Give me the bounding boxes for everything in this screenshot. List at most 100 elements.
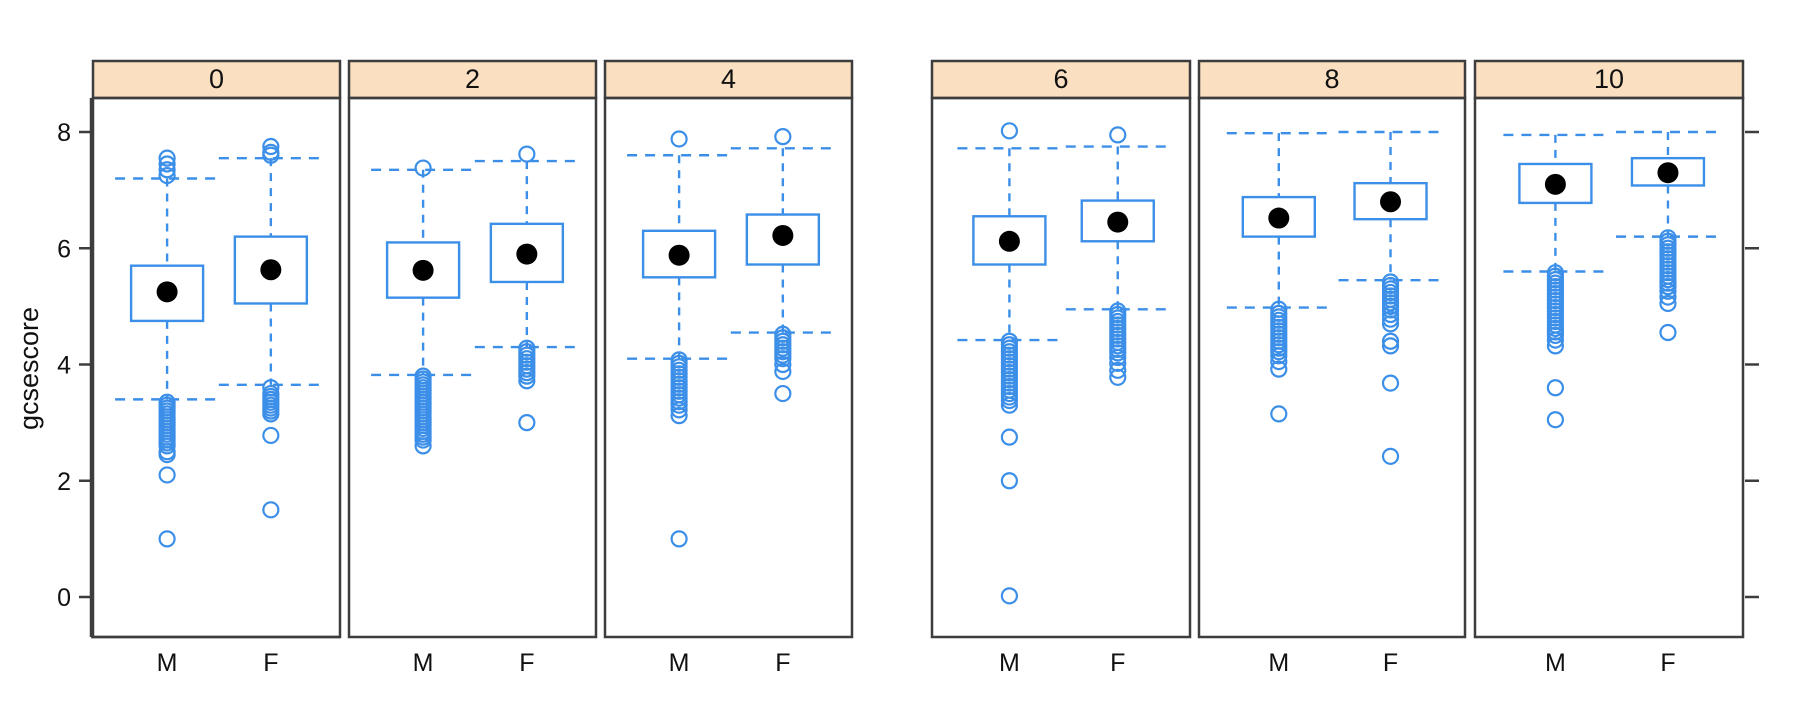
outlier-point: [158, 155, 176, 173]
strip-header: [603, 59, 854, 100]
box-rect: [129, 264, 205, 323]
outlier-point: [158, 161, 176, 179]
outlier-point: [1381, 374, 1400, 392]
x-tick-label: F: [775, 649, 790, 677]
outlier-point: [1109, 344, 1127, 362]
outlier-point: [774, 128, 792, 146]
outlier-point: [670, 396, 688, 414]
outlier-point: [774, 355, 792, 374]
median-point: [668, 244, 690, 266]
box-2-M: [371, 159, 476, 455]
outlier-point: [1000, 428, 1019, 446]
box-0-F: [218, 137, 323, 519]
outlier-point: [670, 130, 688, 148]
outlier-point: [670, 401, 688, 419]
outlier-point: [774, 362, 792, 381]
panel-frame: [930, 96, 1192, 639]
outlier-point: [1109, 126, 1127, 144]
median-point: [1107, 211, 1129, 233]
outlier-point: [518, 367, 536, 385]
strip-label: 2: [465, 64, 480, 94]
box-rect: [641, 229, 717, 279]
box-rect: [1630, 156, 1706, 187]
strip-label: 10: [1594, 64, 1624, 94]
outlier-point: [262, 146, 280, 164]
outlier-point: [1381, 305, 1400, 324]
box-rect: [489, 222, 565, 284]
panel-6: 6M F: [930, 59, 1192, 677]
outlier-point: [1381, 332, 1400, 350]
x-tick-label: F: [519, 649, 534, 677]
outlier-point: [1270, 360, 1288, 378]
outlier-point: [1381, 447, 1400, 465]
outlier-point: [1381, 310, 1400, 328]
outlier-point: [518, 145, 536, 163]
box-4-M: [627, 130, 732, 548]
outlier-point: [1659, 278, 1677, 296]
outlier-point: [262, 501, 280, 519]
strip-label: 8: [1324, 64, 1339, 94]
box-0-M: [115, 149, 220, 548]
outlier-point: [518, 414, 536, 432]
x-tick-label: F: [263, 649, 278, 677]
outlier-point: [1381, 315, 1400, 333]
outlier-point: [1659, 288, 1677, 306]
outlier-point: [1270, 352, 1288, 371]
outlier-point: [670, 530, 688, 548]
x-tick-label: F: [1383, 649, 1398, 677]
outlier-point: [518, 372, 536, 390]
outlier-point: [414, 159, 432, 177]
x-tick-label: M: [669, 649, 690, 677]
outlier-point: [1000, 587, 1019, 605]
y-tick-label: 8: [57, 119, 71, 147]
outlier-point: [1546, 379, 1565, 397]
panel-frame: [1473, 96, 1745, 639]
outlier-point: [158, 437, 176, 455]
median-point: [998, 230, 1020, 252]
outlier-point: [1109, 348, 1127, 367]
outlier-point: [1381, 337, 1400, 355]
y-axis-right: [1745, 130, 1759, 599]
outlier-point: [158, 445, 176, 464]
panel-frame: [347, 96, 598, 639]
strip-label: 6: [1053, 64, 1068, 94]
outlier-point: [1546, 331, 1565, 349]
y-tick-label: 6: [57, 235, 71, 263]
box-6-F: [1065, 126, 1170, 386]
box-6-M: [957, 122, 1062, 605]
y-tick-label: 0: [57, 584, 71, 612]
x-tick-label: F: [1110, 649, 1125, 677]
box-rect: [1518, 162, 1593, 205]
median-point: [260, 259, 282, 281]
outlier-point: [670, 407, 688, 425]
outlier-point: [262, 405, 280, 423]
box-10-M: [1503, 133, 1608, 429]
outlier-point: [1659, 323, 1677, 342]
outlier-point: [1000, 396, 1019, 414]
x-tick-label: M: [157, 649, 178, 677]
panel-frame: [91, 96, 342, 639]
strip-header: [347, 59, 598, 100]
panel-frame: [1197, 96, 1467, 639]
outlier-point: [158, 466, 176, 484]
box-rect: [972, 215, 1047, 266]
outlier-point: [1546, 326, 1565, 345]
x-tick-label: M: [413, 649, 434, 677]
x-tick-label: M: [1545, 649, 1566, 677]
x-tick-label: M: [999, 649, 1020, 677]
median-point: [412, 259, 434, 281]
outlier-point: [1659, 282, 1677, 300]
outlier-point: [1109, 368, 1127, 386]
box-rect: [1080, 199, 1155, 243]
box-8-F: [1338, 130, 1443, 465]
box-10-F: [1615, 130, 1720, 342]
outlier-point: [158, 149, 176, 167]
outlier-point: [262, 137, 280, 156]
median-point: [1380, 191, 1402, 213]
